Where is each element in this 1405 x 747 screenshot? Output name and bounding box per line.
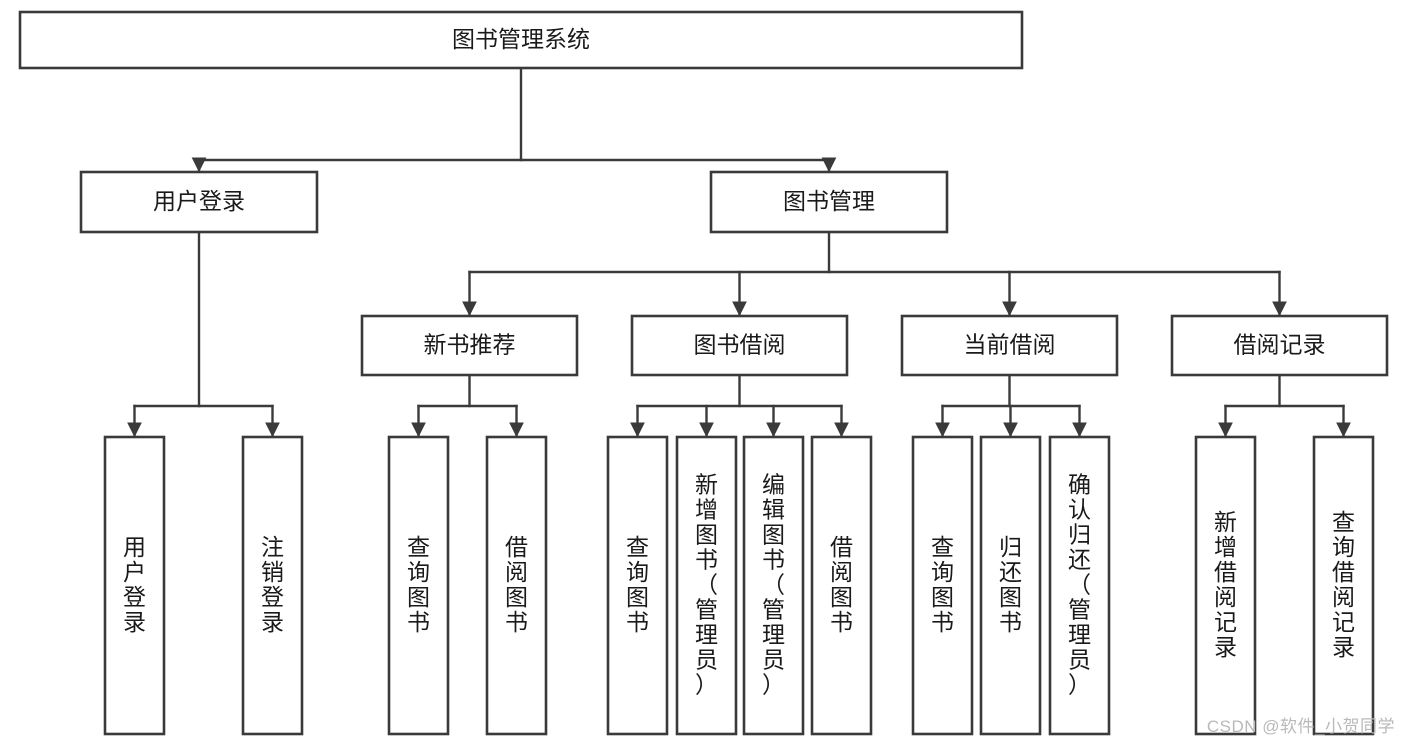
node-label-leaf-borrow-book-1: 借阅图书 bbox=[505, 534, 528, 635]
node-leaf-query-record[interactable]: 查询借阅记录 bbox=[1312, 435, 1375, 736]
node-leaf-query-book-2[interactable]: 查询图书 bbox=[606, 435, 669, 736]
node-box-new-book-rec bbox=[360, 314, 579, 377]
node-current-borrow[interactable]: 当前借阅 bbox=[900, 314, 1119, 377]
node-label-leaf-query-record: 查询借阅记录 bbox=[1332, 509, 1355, 660]
connector-lines bbox=[127, 66, 1351, 438]
node-box-leaf-add-book bbox=[675, 435, 738, 736]
node-label-leaf-add-record: 新增借阅记录 bbox=[1214, 509, 1237, 660]
node-leaf-query-book-3[interactable]: 查询图书 bbox=[911, 435, 974, 736]
node-label-leaf-add-book: 新增图书（管理员） bbox=[695, 472, 718, 698]
node-book-manage[interactable]: 图书管理 bbox=[709, 170, 949, 234]
node-box-book-borrow bbox=[630, 314, 849, 377]
node-box-leaf-query-record bbox=[1312, 435, 1375, 736]
node-leaf-add-book[interactable]: 新增图书（管理员） bbox=[675, 435, 738, 736]
node-box-current-borrow bbox=[900, 314, 1119, 377]
node-box-leaf-edit-book bbox=[742, 435, 805, 736]
node-label-leaf-edit-book: 编辑图书（管理员） bbox=[762, 472, 785, 698]
node-box-leaf-borrow-book-2 bbox=[810, 435, 873, 736]
node-box-leaf-query-book-2 bbox=[606, 435, 669, 736]
node-box-leaf-confirm-return bbox=[1048, 435, 1111, 736]
node-label-leaf-user-login: 用户登录 bbox=[123, 534, 146, 635]
node-box-leaf-borrow-book-1 bbox=[485, 435, 548, 736]
node-box-user-login bbox=[79, 170, 319, 234]
node-leaf-add-record[interactable]: 新增借阅记录 bbox=[1194, 435, 1257, 736]
node-leaf-edit-book[interactable]: 编辑图书（管理员） bbox=[742, 435, 805, 736]
node-label-leaf-return-book: 归还图书 bbox=[999, 534, 1022, 635]
node-boxes: 图书管理系统用户登录图书管理新书推荐图书借阅当前借阅借阅记录用户登录注销登录查询… bbox=[18, 10, 1389, 736]
node-box-leaf-query-book-3 bbox=[911, 435, 974, 736]
node-leaf-borrow-book-2[interactable]: 借阅图书 bbox=[810, 435, 873, 736]
node-label-user-login: 用户登录 bbox=[153, 188, 245, 214]
node-box-borrow-record bbox=[1170, 314, 1389, 377]
node-label-leaf-query-book-2: 查询图书 bbox=[626, 534, 649, 635]
node-box-leaf-return-book bbox=[979, 435, 1042, 736]
node-user-login[interactable]: 用户登录 bbox=[79, 170, 319, 234]
node-box-book-manage bbox=[709, 170, 949, 234]
node-label-leaf-logout: 注销登录 bbox=[261, 534, 284, 635]
node-box-root bbox=[18, 10, 1024, 70]
node-label-current-borrow: 当前借阅 bbox=[964, 332, 1056, 358]
node-leaf-user-login[interactable]: 用户登录 bbox=[103, 435, 166, 736]
node-leaf-logout[interactable]: 注销登录 bbox=[241, 435, 304, 736]
node-box-leaf-user-login bbox=[103, 435, 166, 736]
node-label-borrow-record: 借阅记录 bbox=[1234, 332, 1326, 358]
node-label-leaf-confirm-return: 确认归还（管理员） bbox=[1068, 472, 1091, 698]
node-label-book-manage: 图书管理 bbox=[783, 188, 875, 214]
node-box-leaf-add-record bbox=[1194, 435, 1257, 736]
node-book-borrow[interactable]: 图书借阅 bbox=[630, 314, 849, 377]
node-leaf-borrow-book-1[interactable]: 借阅图书 bbox=[485, 435, 548, 736]
node-box-leaf-query-book-1 bbox=[387, 435, 450, 736]
node-borrow-record[interactable]: 借阅记录 bbox=[1170, 314, 1389, 377]
node-leaf-query-book-1[interactable]: 查询图书 bbox=[387, 435, 450, 736]
node-box-leaf-logout bbox=[241, 435, 304, 736]
node-label-leaf-borrow-book-2: 借阅图书 bbox=[830, 534, 853, 635]
node-leaf-return-book[interactable]: 归还图书 bbox=[979, 435, 1042, 736]
node-root[interactable]: 图书管理系统 bbox=[18, 10, 1024, 70]
node-new-book-rec[interactable]: 新书推荐 bbox=[360, 314, 579, 377]
node-label-book-borrow: 图书借阅 bbox=[694, 332, 786, 358]
node-label-leaf-query-book-1: 查询图书 bbox=[407, 534, 430, 635]
node-leaf-confirm-return[interactable]: 确认归还（管理员） bbox=[1048, 435, 1111, 736]
node-label-new-book-rec: 新书推荐 bbox=[424, 332, 516, 358]
node-label-root: 图书管理系统 bbox=[452, 26, 590, 52]
node-label-leaf-query-book-3: 查询图书 bbox=[931, 534, 954, 635]
